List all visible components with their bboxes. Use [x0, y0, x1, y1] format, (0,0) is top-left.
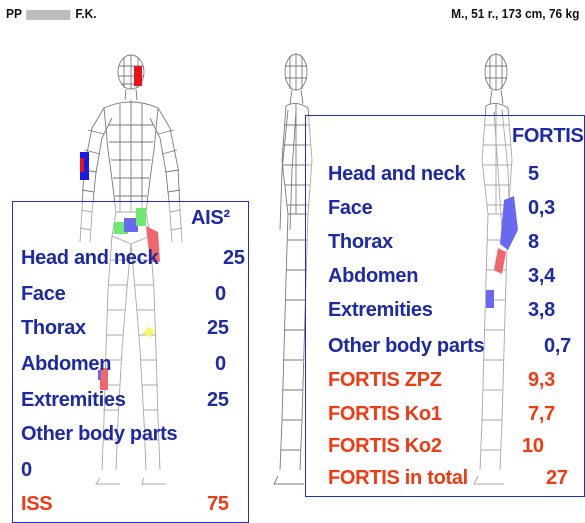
fortis-row-value: 3,8: [528, 298, 555, 322]
fortis-row-value: 5: [528, 162, 539, 186]
fortis-row-label: Extremities: [328, 298, 433, 322]
ais-row-label: Abdomen: [21, 352, 111, 376]
fortis-total-label: FORTIS Ko1: [328, 402, 442, 426]
ais-row-value: 25: [207, 388, 229, 412]
fortis-row-value: 0,7: [544, 334, 571, 358]
ais-row-value: 0: [215, 282, 226, 306]
ais-row-label: Face: [21, 282, 65, 306]
fortis-row-value: 0,3: [528, 196, 555, 220]
fortis-panel: FORTIS Head and neck 5 Face 0,3 Thorax 8…: [305, 115, 585, 497]
fortis-row-label: Abdomen: [328, 264, 418, 288]
ais-row-value: 0: [215, 352, 226, 376]
fortis-row-label: Thorax: [328, 230, 393, 254]
fortis-total-value: 7,7: [528, 402, 555, 426]
fortis-total-value: 27: [546, 466, 568, 490]
ais-row-other-label: Other body parts: [21, 422, 177, 446]
ais-heading: AIS²: [191, 206, 230, 230]
ais-row-other-value: 0: [21, 458, 32, 482]
ais-row-label: Extremities: [21, 388, 126, 412]
iss-value: 75: [207, 492, 229, 516]
ais-row-value: 25: [207, 316, 229, 340]
ais-row-label: Thorax: [21, 316, 86, 340]
fortis-total-label: FORTIS ZPZ: [328, 368, 442, 392]
fortis-total-label: FORTIS in total: [328, 466, 468, 490]
ais-panel: AIS² Head and neck 25 Face 0 Thorax 25 A…: [12, 201, 249, 523]
fortis-row-value: 3,4: [528, 264, 555, 288]
fortis-row-label: Head and neck: [328, 162, 465, 186]
fortis-total-value: 9,3: [528, 368, 555, 392]
iss-label: ISS: [21, 492, 52, 516]
fortis-row-label: Other body parts: [328, 334, 484, 358]
fortis-row-value: 8: [528, 230, 539, 254]
fortis-total-label: FORTIS Ko2: [328, 434, 442, 458]
fortis-total-value: 10: [522, 434, 544, 458]
ais-row-value: 25: [223, 246, 245, 270]
ais-row-label: Head and neck: [21, 246, 158, 270]
fortis-heading: FORTIS: [512, 124, 584, 148]
fortis-row-label: Face: [328, 196, 372, 220]
